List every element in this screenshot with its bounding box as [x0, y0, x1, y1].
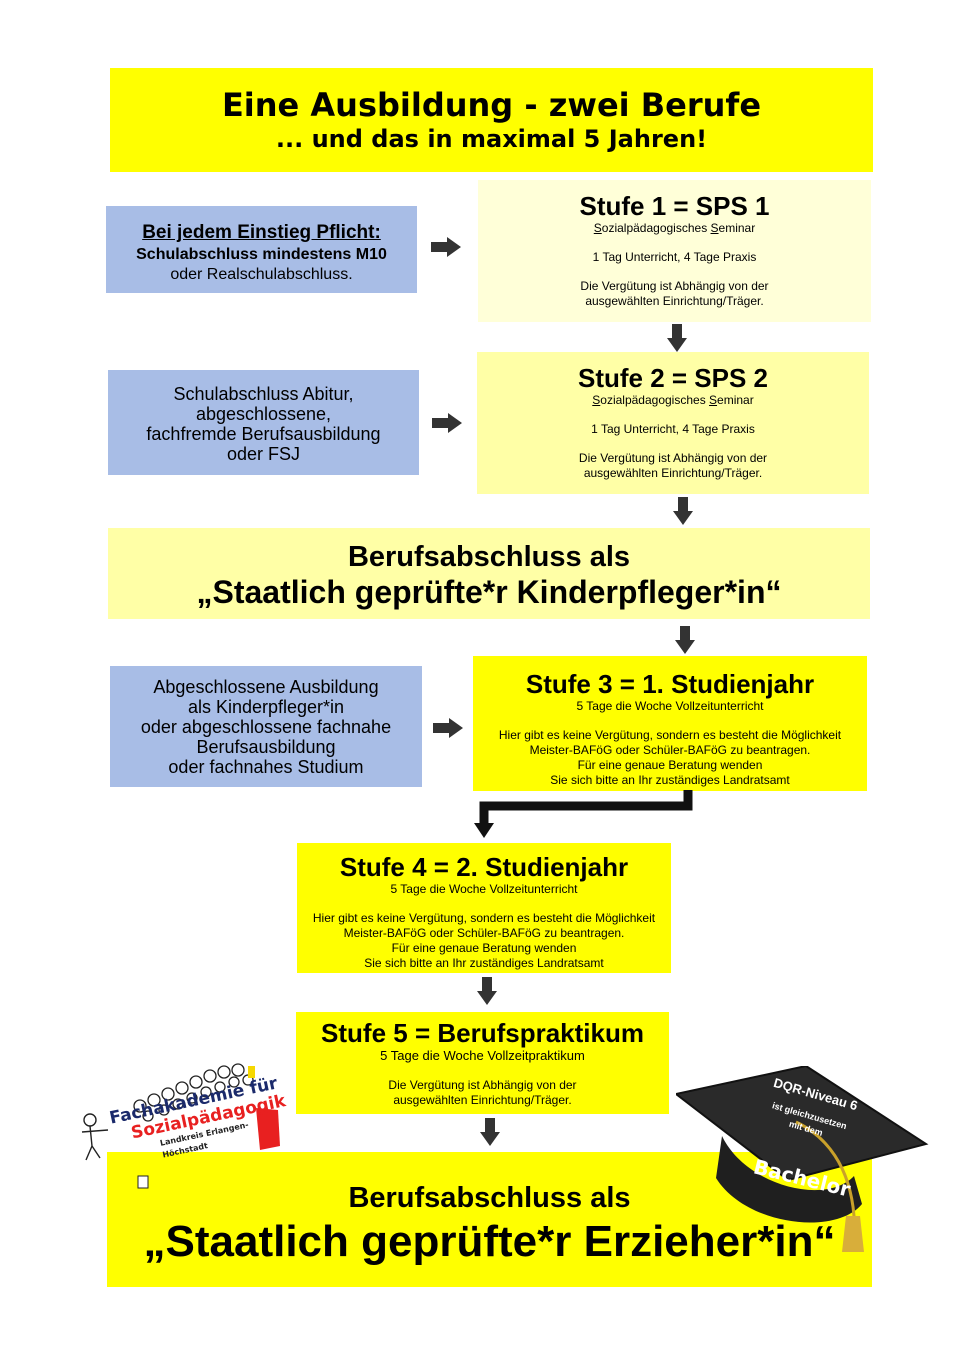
arrow-down-icon	[667, 324, 687, 352]
arrow-right-icon	[433, 718, 463, 738]
entry-abitur-line2: abgeschlossene,	[195, 404, 332, 424]
stufe5-schedule: 5 Tage die Woche Vollzeitpraktikum	[380, 1048, 585, 1063]
stufe1-pay-line1: Die Vergütung ist Abhängig von der	[580, 279, 769, 293]
header-banner: Eine Ausbildung - zwei Berufe ... und da…	[110, 68, 873, 172]
stufe3-info-line2: Meister-BAFöG oder Schüler-BAFöG zu bean…	[529, 743, 811, 757]
arrow-right-icon	[432, 413, 462, 433]
arrow-bent-down-icon	[474, 790, 693, 838]
entry-kinderpfleger-box: Abgeschlossene Ausbildung als Kinderpfle…	[110, 666, 422, 787]
arrow-down-icon	[673, 497, 693, 525]
stufe3-box: Stufe 3 = 1. Studienjahr 5 Tage die Woch…	[473, 656, 867, 791]
stufe4-info-line4: Sie sich bitte an Ihr zuständiges Landra…	[364, 956, 604, 970]
entry-kinderpfleger-line4: Berufsausbildung	[196, 737, 336, 757]
stufe4-info-line2: Meister-BAFöG oder Schüler-BAFöG zu bean…	[343, 926, 625, 940]
stufe4-schedule: 5 Tage die Woche Vollzeitunterricht	[390, 882, 578, 896]
entry-requirement-line2: Schulabschluss mindestens M10	[136, 246, 387, 263]
entry-abitur-box: Schulabschluss Abitur, abgeschlossene, f…	[108, 370, 419, 475]
stufe3-title: Stufe 3 = 1. Studienjahr	[525, 669, 815, 699]
stufe1-pay-line2: ausgewählten Einrichtung/Träger.	[585, 294, 764, 308]
kinderpfleger-line2: „Staatlich geprüfte*r Kinderpfleger*in“	[196, 574, 782, 610]
stufe4-title: Stufe 4 = 2. Studienjahr	[339, 852, 629, 882]
stufe1-box: Stufe 1 = SPS 1 Sozialpädagogisches Semi…	[478, 180, 871, 322]
arrow-right-icon	[431, 237, 461, 257]
stufe3-info-line4: Sie sich bitte an Ihr zuständiges Landra…	[550, 773, 790, 787]
entry-abitur-line4: oder FSJ	[226, 444, 301, 464]
entry-requirement-heading: Bei jedem Einstieg Pflicht:	[142, 222, 381, 243]
kinderpfleger-line1: Berufsabschluss als	[347, 541, 631, 573]
arrow-down-icon	[477, 977, 497, 1005]
stufe3-schedule: 5 Tage die Woche Vollzeitunterricht	[576, 699, 764, 713]
entry-abitur-line3: fachfremde Berufsausbildung	[146, 424, 381, 444]
stufe1-title: Stufe 1 = SPS 1	[579, 191, 770, 221]
arrow-down-icon	[675, 626, 695, 654]
stufe3-info-line3: Für eine genaue Beratung wenden	[577, 758, 763, 772]
stufe4-box: Stufe 4 = 2. Studienjahr 5 Tage die Woch…	[297, 843, 671, 973]
page-title: Eine Ausbildung - zwei Berufe	[221, 86, 762, 124]
stufe2-seminar: Sozialpädagogisches Seminar	[592, 393, 754, 407]
stufe5-pay-line1: Die Vergütung ist Abhängig von der	[388, 1078, 577, 1092]
entry-kinderpfleger-line1: Abgeschlossene Ausbildung	[153, 677, 379, 697]
erzieher-line1: Berufsabschluss als	[348, 1182, 631, 1214]
kinderpfleger-banner: Berufsabschluss als „Staatlich geprüfte*…	[108, 528, 870, 619]
fachakademie-logo: Fachakademie für Sozialpädagogik Landkre…	[78, 1060, 288, 1195]
stufe2-title: Stufe 2 = SPS 2	[577, 363, 769, 393]
graduation-cap-badge: DQR-Niveau 6 ist gleichzusetzen mit dem …	[676, 1066, 930, 1262]
page-subtitle: ... und das in maximal 5 Jahren!	[275, 125, 708, 153]
graduation-cap-icon	[676, 1066, 929, 1252]
stufe5-title: Stufe 5 = Berufspraktikum	[321, 1018, 644, 1048]
stufe2-pay-line2: ausgewählten Einrichtung/Träger.	[583, 466, 763, 480]
stufe1-seminar: Sozialpädagogisches Seminar	[593, 221, 756, 235]
stufe3-info-line1: Hier gibt es keine Vergütung, sondern es…	[498, 728, 842, 742]
stufe5-pay-line2: ausgewählten Einrichtung/Träger.	[393, 1093, 572, 1107]
arrow-down-icon	[480, 1118, 500, 1146]
people-logo-icon	[81, 1063, 280, 1189]
entry-kinderpfleger-line2: als Kinderpfleger*in	[187, 697, 345, 717]
erzieher-line2: „Staatlich geprüfte*r Erzieher*in“	[143, 1217, 836, 1266]
stufe2-pay-line1: Die Vergütung ist Abhängig von der	[578, 451, 768, 465]
entry-abitur-line1: Schulabschluss Abitur,	[173, 384, 354, 404]
stufe2-schedule: 1 Tag Unterricht, 4 Tage Praxis	[591, 422, 755, 436]
entry-kinderpfleger-line3: oder abgeschlossene fachnahe	[140, 717, 392, 737]
entry-requirement-box: Bei jedem Einstieg Pflicht: Schulabschlu…	[106, 206, 417, 293]
stufe5-box: Stufe 5 = Berufspraktikum 5 Tage die Woc…	[296, 1012, 669, 1114]
stufe1-schedule: 1 Tag Unterricht, 4 Tage Praxis	[592, 250, 757, 264]
entry-kinderpfleger-line5: oder fachnahes Studium	[168, 757, 364, 777]
stufe4-info-line1: Hier gibt es keine Vergütung, sondern es…	[312, 911, 656, 925]
entry-requirement-line3: oder Realschulabschluss.	[170, 266, 353, 283]
stufe4-info-line3: Für eine genaue Beratung wenden	[391, 941, 577, 955]
stufe2-box: Stufe 2 = SPS 2 Sozialpädagogisches Semi…	[477, 352, 869, 494]
